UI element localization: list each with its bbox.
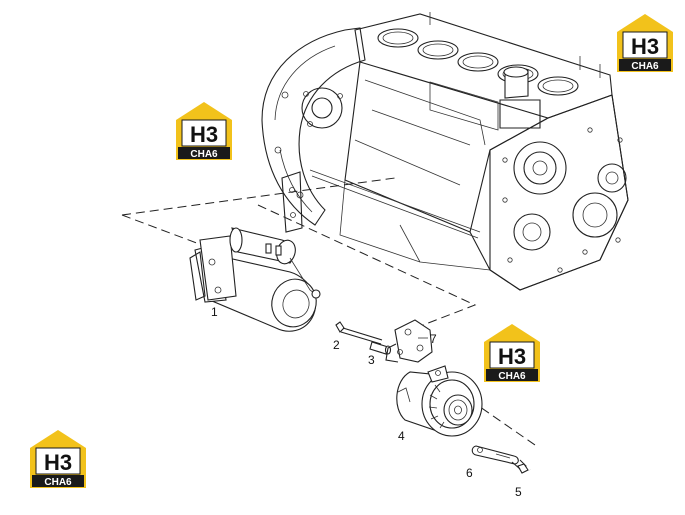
logo-mark: H3 bbox=[190, 122, 218, 147]
watermark-logo-left: H3 CHA6 bbox=[176, 102, 232, 160]
callout-3: 3 bbox=[368, 353, 375, 367]
engine-block bbox=[261, 12, 629, 291]
callout-7: 7 bbox=[430, 332, 437, 346]
logo-sub: CHA6 bbox=[190, 149, 218, 160]
logo-sub: CHA6 bbox=[44, 477, 72, 488]
logo-mark: H3 bbox=[44, 450, 72, 475]
logo-mark: H3 bbox=[631, 34, 659, 59]
watermark-logo-middle: H3 CHA6 bbox=[484, 324, 540, 382]
callout-6: 6 bbox=[466, 466, 473, 480]
starter-motor bbox=[189, 227, 321, 332]
callout-2: 2 bbox=[333, 338, 340, 352]
callout-1: 1 bbox=[211, 305, 218, 319]
callout-4: 4 bbox=[398, 429, 405, 443]
long-bolt bbox=[335, 321, 383, 345]
watermark-logo-top-right: H3 CHA6 bbox=[617, 14, 673, 72]
alternator-bracket bbox=[385, 319, 433, 363]
logo-mark: H3 bbox=[498, 344, 526, 369]
watermark-logo-bottom-left: H3 CHA6 bbox=[30, 430, 86, 488]
small-bolt bbox=[511, 461, 529, 474]
logo-sub: CHA6 bbox=[498, 371, 526, 382]
alternator bbox=[396, 365, 483, 437]
logo-sub: CHA6 bbox=[631, 61, 659, 72]
adjusting-strap bbox=[471, 445, 519, 465]
callouts: 1 2 3 4 5 6 7 bbox=[211, 305, 522, 499]
callout-5: 5 bbox=[515, 485, 522, 499]
